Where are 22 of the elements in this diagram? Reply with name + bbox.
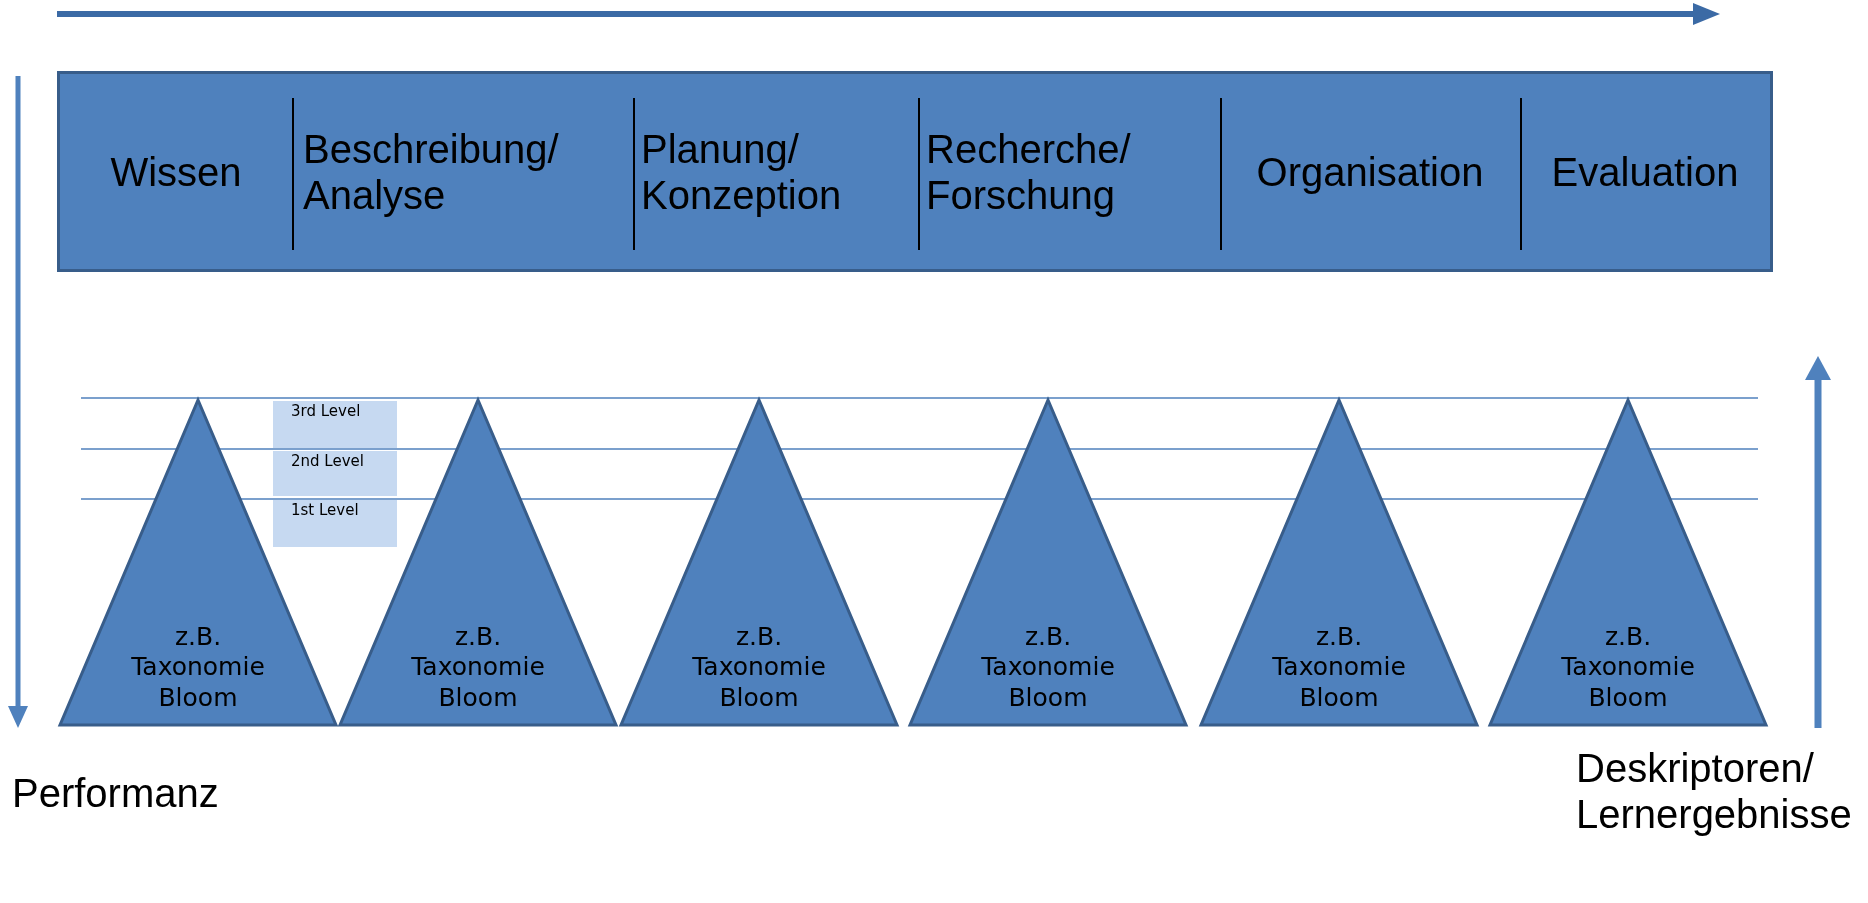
column-heading: Evaluation xyxy=(1520,74,1770,269)
level-tag: 1st Level xyxy=(273,500,397,547)
pyramid-label: z.B. Taxonomie Bloom xyxy=(1560,621,1696,713)
axis-label: Deskriptoren/ Lernergebnisse xyxy=(1576,745,1853,837)
header-band xyxy=(57,71,1773,272)
pyramid-label: z.B. Taxonomie Bloom xyxy=(1271,621,1407,713)
column-heading: Planung/ Konzeption xyxy=(633,74,918,269)
pyramid-triangle xyxy=(908,398,1188,727)
pyramid-triangle xyxy=(619,398,899,727)
pyramid-triangle xyxy=(1488,398,1768,727)
level-tag: 3rd Level xyxy=(273,401,397,448)
pyramid-label: z.B. Taxonomie Bloom xyxy=(410,621,546,713)
column-heading: Recherche/ Forschung xyxy=(918,74,1220,269)
pyramid-label: z.B. Taxonomie Bloom xyxy=(980,621,1116,713)
column-heading: Wissen xyxy=(60,74,292,269)
level-tag: 2nd Level xyxy=(273,451,397,496)
pyramid-label: z.B. Taxonomie Bloom xyxy=(130,621,266,713)
axis-label: Performanz xyxy=(12,770,220,816)
column-heading: Beschreibung/ Analyse xyxy=(295,74,633,269)
pyramid-triangle xyxy=(1199,398,1479,727)
pyramid-label: z.B. Taxonomie Bloom xyxy=(691,621,827,713)
column-heading: Organisation xyxy=(1220,74,1520,269)
